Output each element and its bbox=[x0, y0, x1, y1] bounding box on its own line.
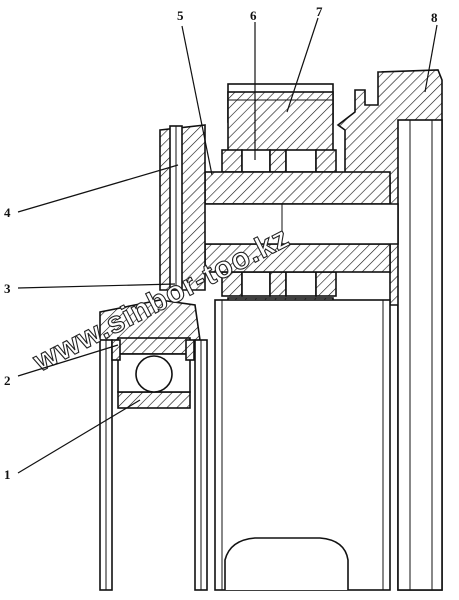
housing-part-8 bbox=[336, 69, 443, 591]
callout-1: 1 bbox=[4, 467, 11, 482]
leader-lines bbox=[17, 17, 438, 474]
hub-drum bbox=[99, 299, 391, 591]
ball-bearing-part-1 bbox=[111, 337, 195, 409]
callout-3: 3 bbox=[4, 281, 11, 296]
callout-2: 2 bbox=[4, 373, 11, 388]
callout-4: 4 bbox=[4, 205, 11, 220]
plate-part-4 bbox=[159, 124, 206, 291]
callout-6: 6 bbox=[250, 8, 257, 23]
callout-labels: 1 2 3 4 5 6 7 8 bbox=[4, 4, 438, 482]
callout-8: 8 bbox=[431, 10, 438, 25]
callout-5: 5 bbox=[177, 8, 184, 23]
sleeve-part-5 bbox=[204, 171, 391, 273]
callout-7: 7 bbox=[316, 4, 323, 19]
